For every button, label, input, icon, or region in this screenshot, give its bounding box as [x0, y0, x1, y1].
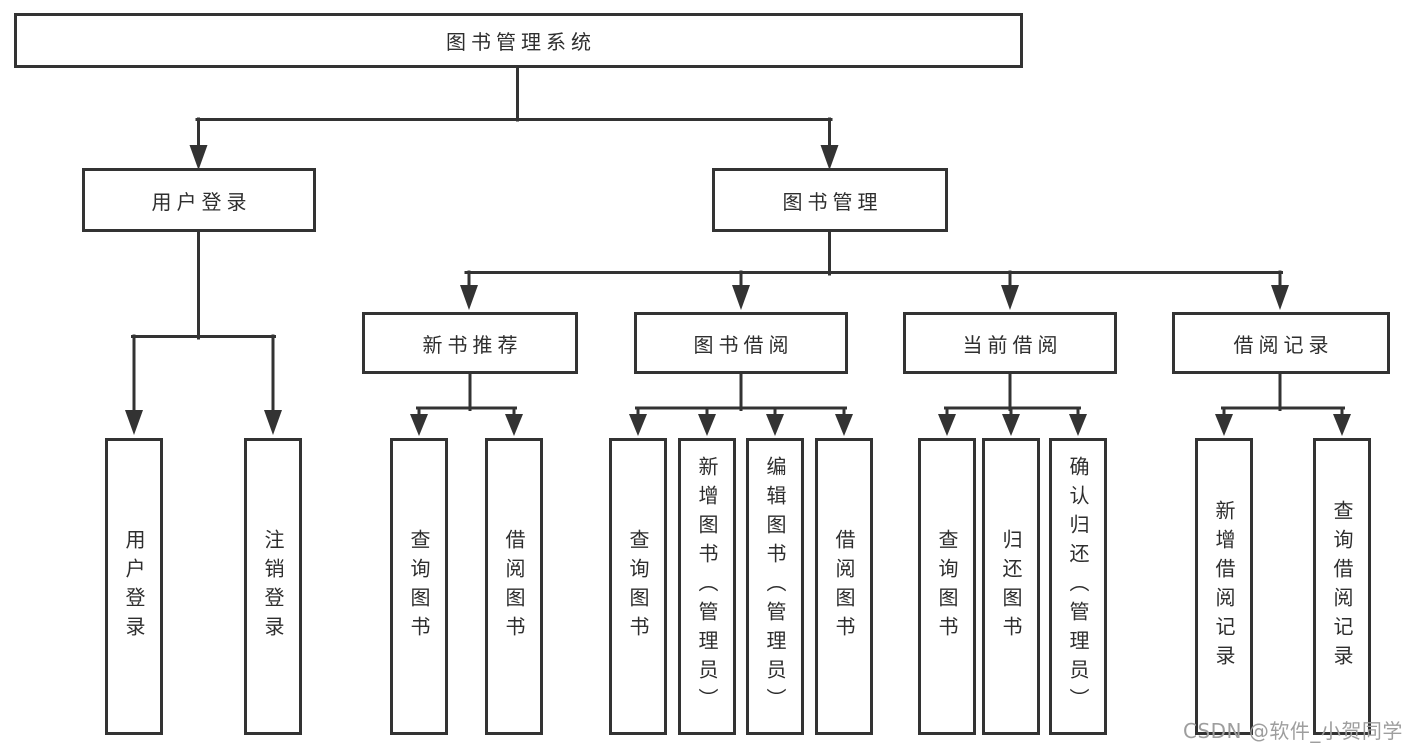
leaf-borrow-books-recommend-label: 借阅图书 [502, 528, 526, 645]
borrowing-records-connector [1215, 371, 1351, 436]
leaf-add-borrow-record: 新增借阅记录 [1195, 438, 1253, 735]
leaf-add-book-admin-label: 新增图书（管理员） [695, 456, 719, 717]
node-borrowing-records: 借阅记录 [1172, 312, 1390, 374]
node-new-book-recommend: 新书推荐 [362, 312, 578, 374]
leaf-logout-label: 注销登录 [261, 528, 285, 645]
leaf-borrow-books-recommend: 借阅图书 [485, 438, 543, 735]
node-borrowing-records-label: 借阅记录 [1233, 332, 1334, 357]
leaf-edit-book-admin-label: 编辑图书（管理员） [763, 456, 787, 717]
leaf-return-book: 归还图书 [982, 438, 1040, 735]
node-current-borrowing-label: 当前借阅 [962, 332, 1063, 357]
leaf-add-book-admin: 新增图书（管理员） [678, 438, 736, 735]
leaf-logout: 注销登录 [244, 438, 302, 735]
node-new-book-recommend-label: 新书推荐 [422, 332, 523, 357]
current-borrowing-connector [938, 371, 1087, 436]
node-user-login: 用户登录 [82, 168, 316, 232]
leaf-query-books-recommend: 查询图书 [390, 438, 448, 735]
node-book-management-label: 图书管理 [782, 189, 883, 214]
leaf-query-books-current: 查询图书 [918, 438, 976, 735]
leaf-confirm-return-admin: 确认归还（管理员） [1049, 438, 1107, 735]
book-management-connector [460, 229, 1289, 310]
node-root-label: 图书管理系统 [446, 30, 596, 54]
leaf-return-book-label: 归还图书 [999, 528, 1023, 645]
root-connector [189, 66, 839, 170]
user-login-connector [125, 229, 282, 435]
leaf-edit-book-admin: 编辑图书（管理员） [746, 438, 804, 735]
node-book-borrowing-label: 图书借阅 [693, 332, 794, 357]
leaf-query-books-borrowing-label: 查询图书 [626, 528, 650, 645]
node-root: 图书管理系统 [14, 13, 1023, 68]
leaf-query-books-recommend-label: 查询图书 [407, 528, 431, 645]
leaf-user-login: 用户登录 [105, 438, 163, 735]
node-book-borrowing: 图书借阅 [634, 312, 848, 374]
leaf-query-books-current-label: 查询图书 [935, 528, 959, 645]
csdn-watermark: CSDN @软件_小贺同学 [1183, 719, 1403, 743]
leaf-user-login-label: 用户登录 [122, 528, 146, 645]
new-book-recommend-connector [410, 371, 523, 436]
node-book-management: 图书管理 [712, 168, 948, 232]
leaf-confirm-return-admin-label: 确认归还（管理员） [1066, 456, 1090, 717]
leaf-borrow-books-borrowing: 借阅图书 [815, 438, 873, 735]
node-user-login-label: 用户登录 [151, 189, 252, 214]
leaf-add-borrow-record-label: 新增借阅记录 [1212, 499, 1236, 674]
leaf-query-borrow-record: 查询借阅记录 [1313, 438, 1371, 735]
node-current-borrowing: 当前借阅 [903, 312, 1117, 374]
book-borrowing-connector [629, 371, 853, 436]
leaf-borrow-books-borrowing-label: 借阅图书 [832, 528, 856, 645]
leaf-query-borrow-record-label: 查询借阅记录 [1330, 499, 1354, 674]
leaf-query-books-borrowing: 查询图书 [609, 438, 667, 735]
